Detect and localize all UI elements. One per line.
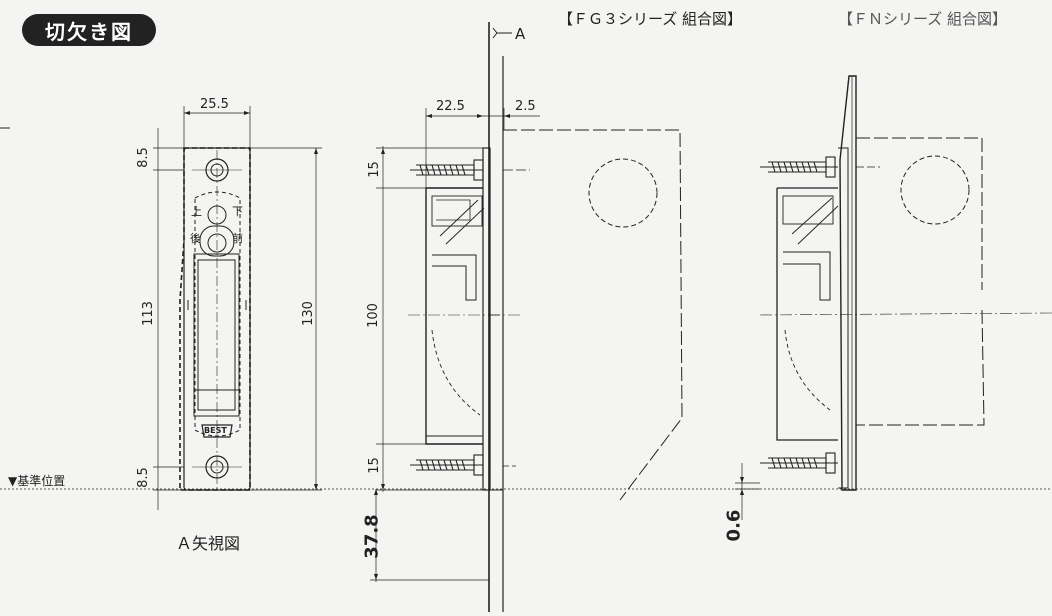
- dim-mid-100: 100: [365, 303, 381, 328]
- fg3-dimensions: [370, 108, 540, 582]
- brand-badge: [201, 424, 233, 438]
- fn-top-screw: [760, 156, 838, 178]
- fn-case: [776, 187, 838, 441]
- fn-faceplate: [839, 75, 857, 491]
- fg3-knob-hole: [588, 158, 658, 228]
- dim-width-25-5: 25.5: [200, 97, 229, 112]
- fg3-door-outline: [503, 129, 683, 501]
- fn-series-title: 【ＦＮシリーズ 組合図】: [838, 10, 1008, 28]
- brand-mark: BEST: [204, 426, 227, 435]
- dim-offset-37-8: 37.8: [361, 514, 383, 559]
- dimension-arrowheads: [184, 111, 744, 580]
- dim-mid-113: 113: [140, 301, 156, 326]
- adjust-knob-bottom: [207, 233, 227, 253]
- view-arrow-label: A: [515, 25, 526, 43]
- mark-front: 前: [232, 232, 243, 245]
- plate-front-view: [179, 147, 251, 492]
- fn-door-outline: [856, 137, 985, 426]
- mark-back: 後: [190, 232, 201, 245]
- dim-bottom-8-5: 8.5: [135, 467, 151, 488]
- dim-width-2-5: 2.5: [515, 99, 536, 114]
- view-arrow: [492, 27, 512, 39]
- dim-bottom-15: 15: [366, 457, 382, 474]
- dim-top-15: 15: [366, 161, 382, 178]
- view-a-label: Ａ矢視図: [176, 534, 241, 553]
- front-view-dimensions: [153, 106, 322, 510]
- dim-total-130: 130: [300, 301, 316, 326]
- fg3-series-title: 【ＦＧ３シリーズ 組合図】: [558, 10, 743, 28]
- fg3-top-screw: [410, 159, 484, 181]
- fn-assembly: [759, 75, 1052, 491]
- fn-knob-hole: [900, 155, 970, 225]
- mark-up: 上: [191, 205, 202, 218]
- mark-down: 下: [232, 205, 243, 218]
- cutout-badge: 切欠き図: [22, 14, 156, 46]
- fg3-bottom-screw: [410, 454, 484, 476]
- dim-top-8-5: 8.5: [135, 147, 151, 168]
- dim-offset-0-6: 0.6: [723, 509, 745, 542]
- fn-bottom-screw: [760, 452, 838, 474]
- reference-position-label: ▼基準位置: [8, 474, 66, 488]
- dim-width-22-5: 22.5: [436, 99, 465, 114]
